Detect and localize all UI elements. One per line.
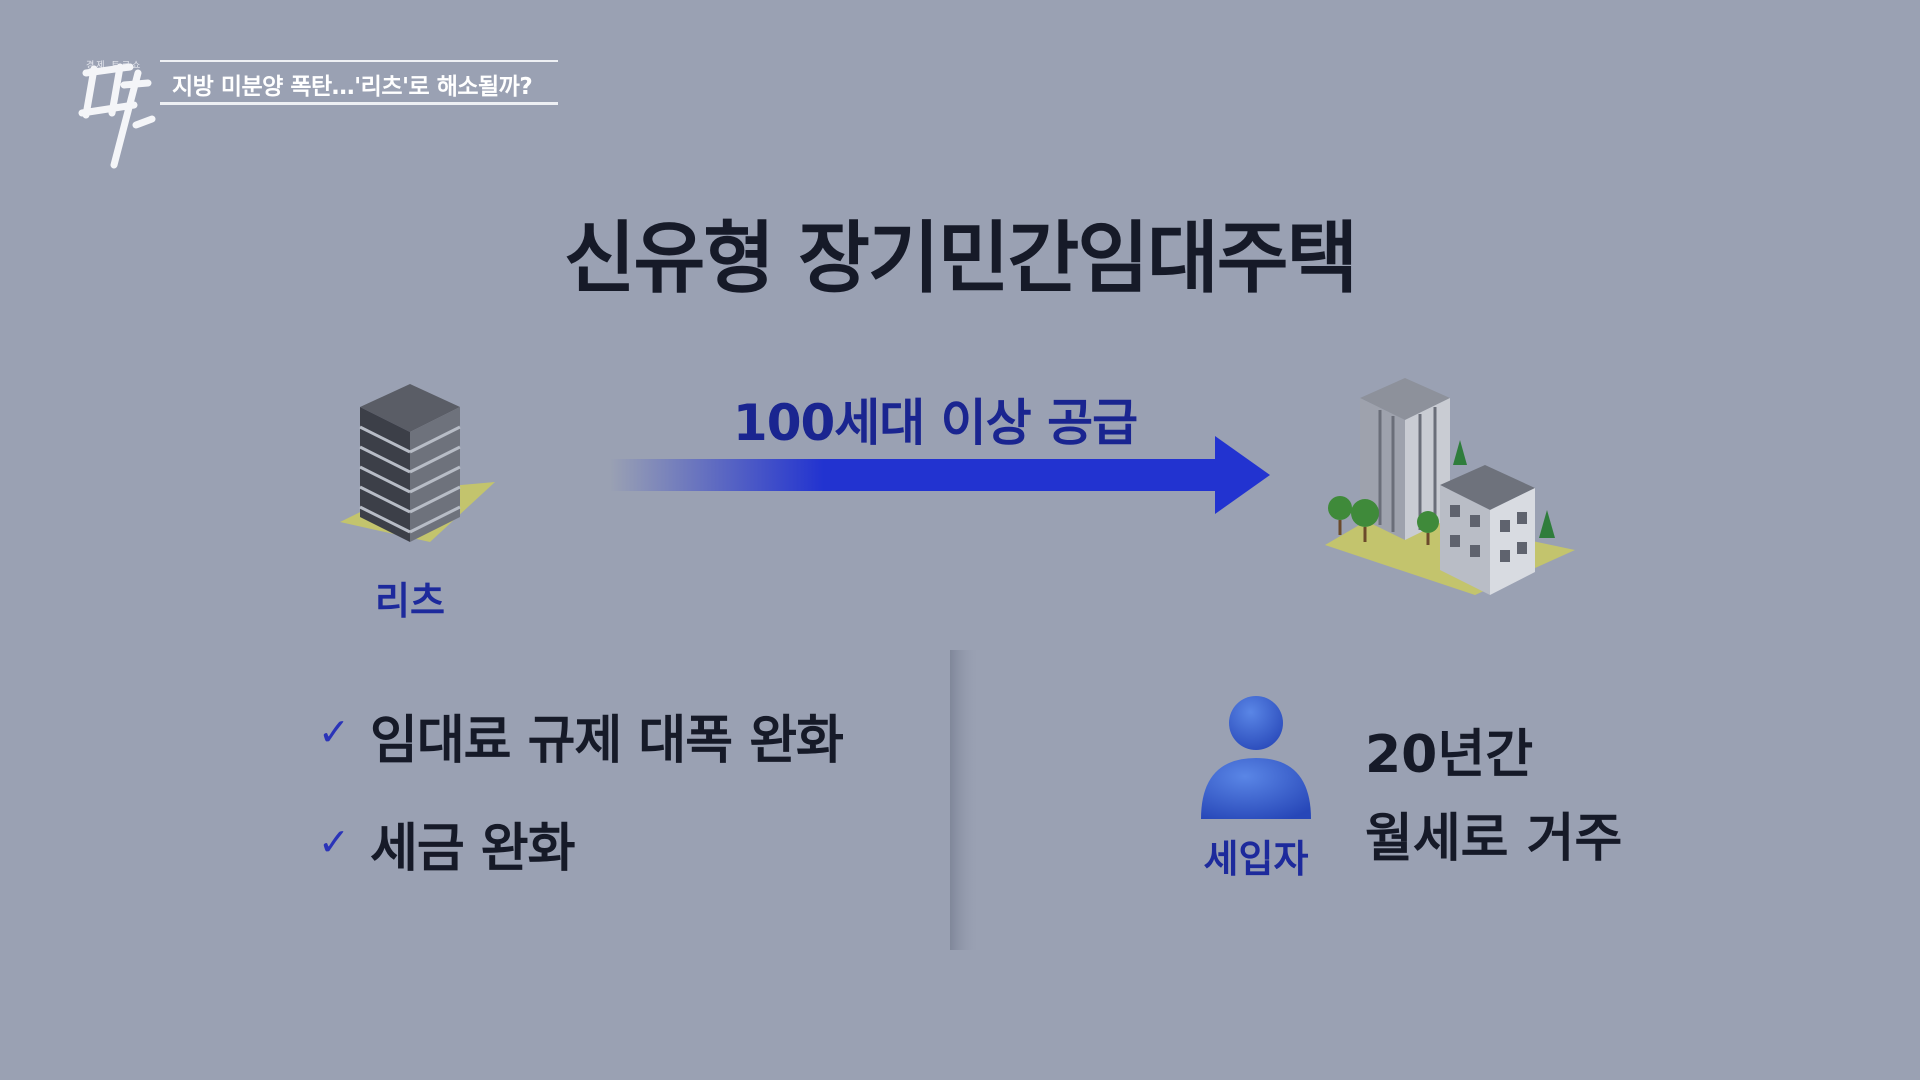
supply-label: 100세대 이상 공급 (732, 394, 1138, 452)
person-icon (1201, 696, 1311, 819)
apartment-complex-icon (1325, 378, 1575, 595)
check-icon: ✓ (318, 710, 350, 754)
headline-frame (160, 60, 558, 105)
rental-duration: 20년간 (1365, 725, 1534, 785)
check-icon: ✓ (318, 820, 350, 864)
right-arrow-icon (610, 436, 1270, 514)
benefit-tax-relief: 세금 완화 (370, 819, 575, 879)
benefit-rent-regulation: 임대료 규제 대폭 완화 (370, 711, 844, 771)
headline: 지방 미분양 폭탄…'리츠'로 해소될까? (172, 74, 533, 100)
tenant-label: 세입자 (1203, 837, 1309, 881)
divider (950, 650, 980, 950)
rental-terms: 월세로 거주 (1365, 809, 1623, 869)
office-building-icon (340, 384, 495, 542)
program-logo (78, 63, 156, 169)
main-title: 신유형 장기민간임대주택 (563, 214, 1359, 304)
reits-label: 리츠 (375, 579, 445, 623)
